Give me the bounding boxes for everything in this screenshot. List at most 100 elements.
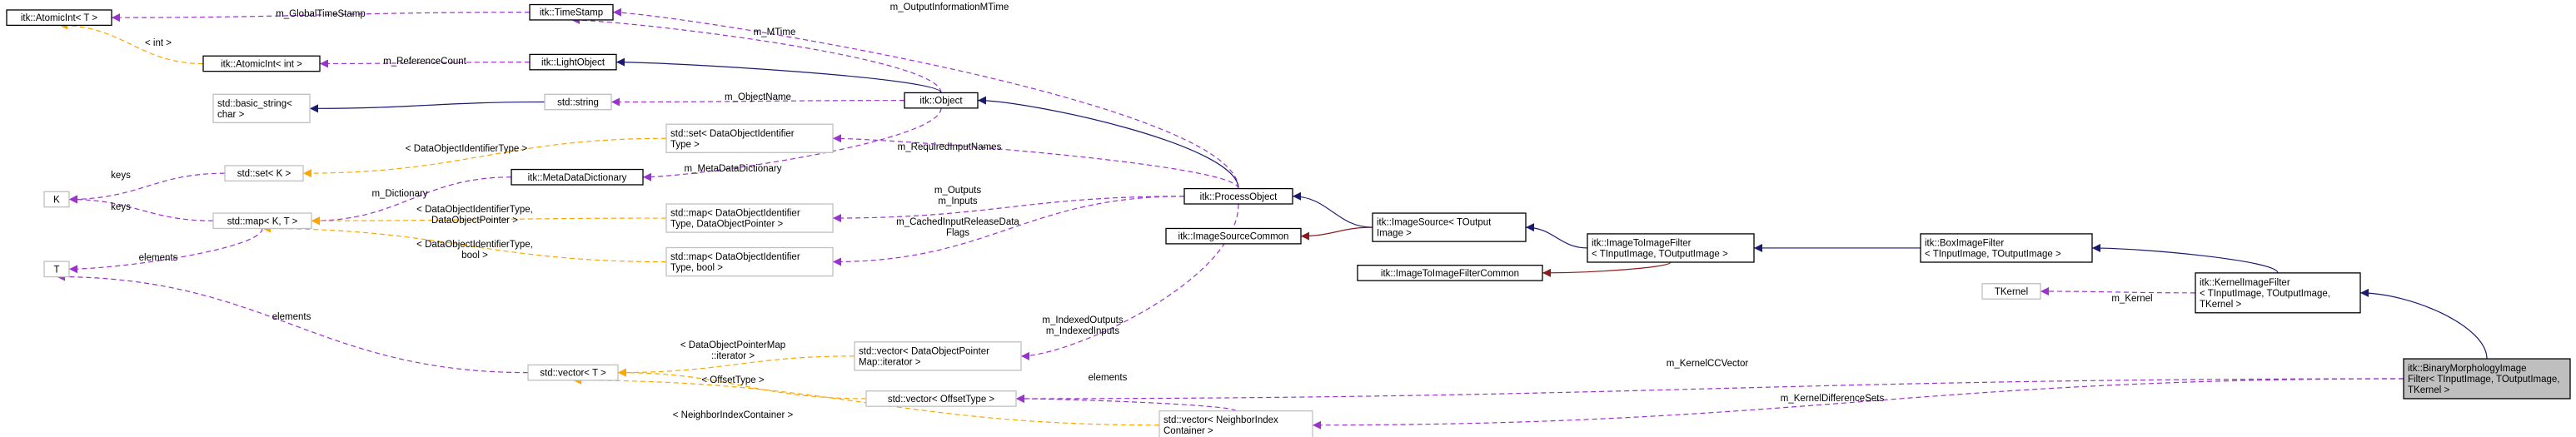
class-node-label-imagetoimagefilter-1: < TInputImage, TOutputImage > [1592, 249, 1728, 259]
class-node-processobject[interactable]: itk::ProcessObject [1183, 187, 1293, 205]
edge-label-lightobject-to-atomicint_int: m_ReferenceCount [383, 57, 467, 67]
edge-map_kt-to-t [68, 228, 263, 274]
edge-vector_offset-to-vector_t [617, 368, 867, 400]
class-node-basic-string: std::basic_string<char > [212, 93, 311, 124]
class-node-label-kernelimagefilter-0: itk::KernelImageFilter [2200, 278, 2290, 288]
class-node-tkernel: TKernel [1981, 283, 2041, 300]
edge-label-object-to-timestamp: m_MTime [754, 27, 796, 37]
class-node-set-doid: std::set< DataObjectIdentifierType > [665, 123, 834, 153]
edge-label-map_doid_dop-to-map_kt: < DataObjectIdentifierType,DataObjectPoi… [416, 205, 533, 226]
class-node-label-imagesourcecommon-0: itk::ImageSourceCommon [1178, 232, 1289, 242]
edge-label-binarymorph-to-vector_neighbor: m_KernelDifferenceSets [1781, 394, 1885, 404]
class-node-atomicint-int[interactable]: itk::AtomicInt< int > [202, 55, 321, 72]
class-node-imagesource[interactable]: itk::ImageSource< TOutputImage > [1372, 212, 1527, 242]
class-node-label-object-0: itk::Object [919, 97, 963, 107]
class-node-label-imagesource-0: itk::ImageSource< TOutput [1377, 218, 1492, 228]
edge-imagesource-to-processobject [1292, 191, 1373, 228]
class-node-vector-neighbor: std::vector< NeighborIndexContainer > [1158, 410, 1313, 437]
class-node-label-t-0: T [53, 265, 59, 275]
class-node-label-set-doid-0: std::set< DataObjectIdentifier [670, 129, 795, 139]
edge-label-set_doid-to-set_k: < DataObjectIdentifierType > [406, 144, 528, 154]
edge-kernelimagefilter-to-tkernel [2040, 287, 2196, 296]
class-node-label-basic-string-0: std::basic_string< [217, 99, 292, 109]
class-node-label-set-doid-1: Type > [670, 140, 700, 150]
edge-binarymorph-to-vector_neighbor [1312, 378, 2404, 430]
edge-label-binarymorph-to-vector_offset: m_KernelCCVector [1667, 359, 1749, 369]
class-node-map-doid-dop: std::map< DataObjectIdentifierType, Data… [665, 203, 834, 233]
class-node-vector-dop-iter: std::vector< DataObjectPointerMap::itera… [854, 341, 1022, 371]
edge-lightobject-to-atomicint_int [319, 59, 531, 68]
class-node-label-binarymorph-0: itk::BinaryMorphologyImage [2408, 364, 2527, 374]
class-node-object[interactable]: itk::Object [904, 92, 979, 109]
class-node-label-k-0: K [53, 195, 60, 205]
edges-layer [56, 7, 2488, 430]
class-node-label-lightobject-0: itk::LightObject [541, 58, 605, 68]
class-node-kernelimagefilter[interactable]: itk::KernelImageFilter< TInputImage, TOu… [2195, 272, 2361, 314]
class-node-label-kernelimagefilter-1: < TInputImage, TOutputImage, [2200, 289, 2330, 299]
edge-processobject-to-vector_dop_iter [1020, 203, 1239, 360]
edge-labels-layer: < int > m_GlobalTimeStamp m_ReferenceCount… [111, 2, 2152, 420]
class-node-k: K [43, 191, 70, 208]
class-node-label-kernelimagefilter-2: TKernel > [2200, 300, 2241, 310]
class-node-label-basic-string-1: char > [217, 110, 245, 120]
edge-set_k-to-k [68, 172, 226, 204]
class-node-label-atomicint-int-0: itk::AtomicInt< int > [221, 59, 302, 69]
class-node-label-set-k-0: std::set< K > [237, 169, 291, 179]
edge-string-to-basic_string [309, 101, 546, 113]
class-node-imagetoimagefiltercommon[interactable]: itk::ImageToImageFilterCommon [1357, 265, 1543, 281]
edge-label-timestamp-to-atomicint_t: m_GlobalTimeStamp [276, 9, 366, 19]
edge-label-metadatadict-to-map_kt: m_Dictionary [371, 189, 427, 199]
class-node-label-timestamp-0: itk::TimeStamp [540, 8, 603, 18]
nodes-layer: itk::AtomicInt< T >itk::AtomicInt< int >… [6, 3, 2571, 437]
class-node-label-vector-dop-iter-1: Map::iterator > [859, 357, 921, 367]
class-node-label-map-doid-bool-1: Type, bool > [670, 263, 723, 273]
edge-object-to-timestamp [571, 15, 942, 93]
edge-label-vector_neighbor-to-vector_t: < NeighborIndexContainer > [673, 410, 794, 420]
edge-label-atomicint_int-to-atomicint_t: < int > [145, 38, 172, 48]
edge-label-set_k-to-k: keys [111, 171, 131, 181]
class-node-timestamp[interactable]: itk::TimeStamp [529, 3, 614, 21]
edge-processobject-to-map_doid_dop [832, 196, 1185, 223]
edge-vector_dop_iter-to-vector_t [617, 355, 855, 377]
class-node-atomicint-t[interactable]: itk::AtomicInt< T > [6, 9, 112, 27]
edge-object-to-metadatadict [642, 107, 942, 181]
edge-metadatadict-to-map_kt [311, 176, 512, 226]
edge-map_doid_bool-to-map_kt [262, 224, 667, 263]
class-node-label-boximagefilter-1: < TInputImage, TOutputImage > [1925, 249, 2061, 259]
edge-label-object-to-metadatadict: m_MetaDataDictionary [685, 164, 782, 174]
class-node-label-vector-offset-0: std::vector< OffsetType > [888, 395, 995, 405]
class-node-metadatadict[interactable]: itk::MetaDataDictionary [511, 168, 644, 186]
class-node-imagesourcecommon[interactable]: itk::ImageSourceCommon [1165, 227, 1302, 245]
edge-imagetoimagefilter-to-imagesource [1525, 223, 1588, 249]
class-node-label-binarymorph-2: TKernel > [2408, 385, 2449, 395]
edge-label-map_doid_bool-to-map_kt: < DataObjectIdentifierType,bool > [416, 240, 533, 261]
class-node-label-vector-t-0: std::vector< T > [540, 369, 606, 379]
edge-map_doid_dop-to-map_kt [311, 216, 667, 226]
class-node-label-vector-neighbor-0: std::vector< NeighborIndex [1163, 415, 1278, 425]
edge-object-to-lightobject [615, 57, 942, 93]
class-node-map-doid-bool: std::map< DataObjectIdentifierType, bool… [665, 246, 834, 277]
edge-timestamp-to-atomicint_t [111, 12, 531, 22]
edge-label-processobject-to-timestamp: m_OutputInformationMTime [890, 2, 1009, 12]
class-node-label-atomicint-t-0: itk::AtomicInt< T > [21, 13, 98, 23]
edge-label-vector_dop_iter-to-vector_t: < DataObjectPointerMap::iterator > [680, 340, 785, 361]
class-node-imagetoimagefilter[interactable]: itk::ImageToImageFilter< TInputImage, TO… [1587, 233, 1755, 263]
edge-label-object-to-string: m_ObjectName [725, 92, 791, 102]
class-node-vector-t: std::vector< T > [527, 364, 619, 381]
class-node-label-binarymorph-1: Filter< TInputImage, TOutputImage, [2408, 375, 2560, 385]
class-node-boximagefilter[interactable]: itk::BoxImageFilter< TInputImage, TOutpu… [1920, 233, 2093, 263]
class-node-label-boximagefilter-0: itk::BoxImageFilter [1925, 238, 2004, 248]
class-node-lightobject[interactable]: itk::LightObject [529, 53, 617, 71]
edge-set_doid-to-set_k [302, 137, 667, 178]
class-node-label-imagetoimagefilter-0: itk::ImageToImageFilter [1592, 238, 1692, 248]
class-node-label-tkernel-0: TKernel [1995, 287, 2028, 297]
edge-object-to-string [610, 97, 905, 107]
class-node-map-kt: std::map< K, T > [212, 212, 312, 230]
class-node-vector-offset: std::vector< OffsetType > [865, 390, 1017, 407]
edge-processobject-to-timestamp [612, 7, 1239, 189]
class-node-label-imagesource-1: Image > [1377, 229, 1412, 239]
edge-processobject-to-object [977, 96, 1239, 189]
